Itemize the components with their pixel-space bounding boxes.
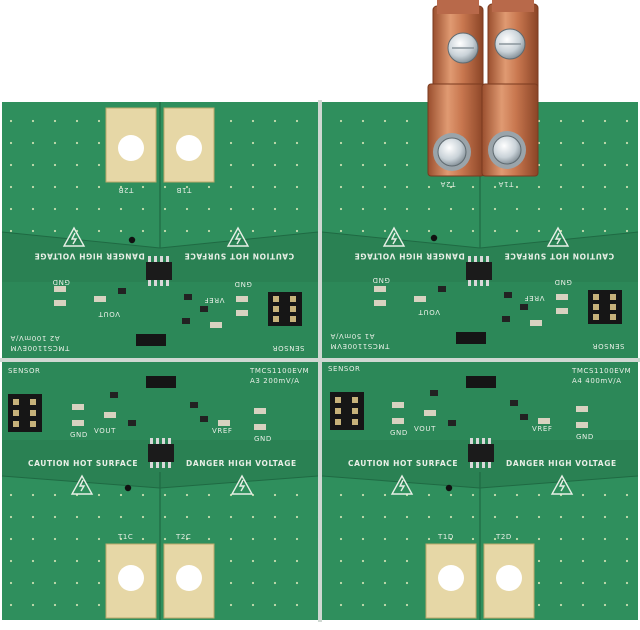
gold-pad-bottom-right-b [483, 543, 535, 619]
vout-label: VOUT [414, 425, 436, 433]
gold-pad-bottom-left-b [163, 543, 215, 619]
gnd-label: GND [234, 280, 252, 288]
header-pin-icon [268, 292, 302, 326]
variant-label: A2 100mV/A [10, 334, 60, 342]
gnd-label: GND [70, 431, 88, 439]
hot-label: CAUTION HOT SURFACE [348, 459, 459, 468]
terminal-label: T1B [176, 186, 192, 194]
sensor-ic [146, 256, 172, 286]
gold-pad-bottom-right-a [425, 543, 477, 619]
gold-pad-top-left-b [163, 107, 215, 183]
hv-label: DANGER HIGH VOLTAGE [186, 459, 297, 468]
warning-triangle-icon [546, 226, 570, 247]
model-label: TMCS1100EVM [330, 342, 390, 350]
vout-label: VOUT [98, 310, 120, 318]
terminal-label: T2D [496, 533, 512, 541]
variant-label: A1 50mV/A [330, 332, 375, 340]
gnd-label: GND [554, 278, 572, 286]
warning-triangle-icon [230, 474, 254, 495]
jumper [136, 332, 496, 388]
gold-pad-top-left-a [105, 107, 157, 183]
vout-label: VOUT [418, 308, 440, 316]
sensor-ic [468, 438, 494, 468]
warning-triangle-icon [70, 474, 94, 495]
board-top-left [1, 102, 319, 358]
terminal-label: T1D [438, 533, 454, 541]
gnd-label: GND [52, 278, 70, 286]
vref-label: VREF [212, 427, 233, 435]
hv-label: DANGER HIGH VOLTAGE [506, 459, 617, 468]
gnd-label: GND [576, 433, 594, 441]
model-label: TMCS1100EVM [572, 367, 632, 375]
vref-label: VREF [524, 294, 545, 302]
hv-label: DANGER HIGH VOLTAGE [34, 251, 145, 261]
model-label: TMCS1100EVM [10, 344, 70, 352]
warning-triangle-icon [390, 474, 414, 495]
gold-pad-bottom-left-a [105, 543, 157, 619]
header-pin-icon [330, 392, 364, 430]
board-bottom-right [321, 362, 639, 620]
warning-triangle-icon [382, 226, 406, 247]
terminal-label: T1A [498, 180, 514, 188]
terminal-label: T2B [118, 186, 134, 194]
variant-label: A4 400mV/A [572, 377, 622, 385]
sensor-label: SENSOR [328, 365, 361, 373]
hot-label: CAUTION HOT SURFACE [184, 251, 295, 261]
warning-triangle-icon [550, 474, 574, 495]
sensor-label: SENSOR [592, 342, 625, 350]
vref-label: VREF [532, 425, 553, 433]
model-label: TMCS1100EVM [250, 367, 310, 375]
sensor-ic [148, 438, 174, 468]
header-pin-icon [588, 290, 622, 324]
gnd-label: GND [254, 435, 272, 443]
warning-triangle-icon [62, 226, 86, 247]
warning-triangle-icon [226, 226, 250, 247]
header-pin-icon [8, 394, 42, 432]
sensor-label: SENSOR [272, 344, 305, 352]
terminal-label: T2C [176, 533, 192, 541]
vref-label: VREF [204, 296, 225, 304]
terminal-label: T1C [118, 533, 134, 541]
terminal-lug-icon [427, 0, 539, 177]
variant-label: A3 200mV/A [250, 377, 300, 385]
sensor-ic [466, 256, 492, 286]
smd-components [54, 286, 588, 430]
hot-label: CAUTION HOT SURFACE [28, 459, 139, 468]
sensor-label: SENSOR [8, 367, 41, 375]
gnd-label: GND [372, 276, 390, 284]
hot-label: CAUTION HOT SURFACE [504, 251, 615, 261]
hv-label: DANGER HIGH VOLTAGE [354, 251, 465, 261]
board-bottom-left [1, 362, 319, 620]
vout-label: VOUT [94, 427, 116, 435]
gnd-label: GND [390, 429, 408, 437]
terminal-label: T2A [440, 180, 456, 188]
